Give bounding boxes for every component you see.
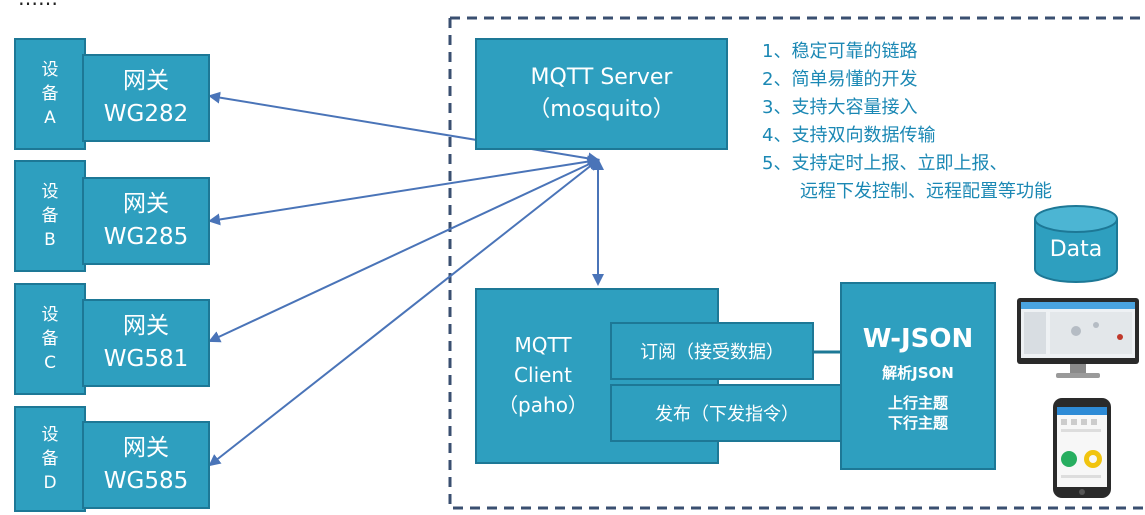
gateway-name: 网关 xyxy=(123,68,169,94)
wjson-line1: 解析JSON xyxy=(882,364,954,382)
device-b-char-3: B xyxy=(44,230,56,250)
gateway-wg581-box: 网关 WG581 xyxy=(82,299,210,387)
server-subtitle: （mosquito） xyxy=(528,97,675,122)
device-d-char-1: 设 xyxy=(41,425,59,445)
gateway-model: WG581 xyxy=(103,346,189,372)
feature-item: 5、支持定时上报、立即上报、 xyxy=(762,153,1008,174)
wjson-line2: 上行主题 xyxy=(887,394,948,412)
gateway-name: 网关 xyxy=(123,191,169,217)
arrow-d-server xyxy=(208,158,600,467)
feature-item: 远程下发控制、远程配置等功能 xyxy=(800,181,1052,202)
feature-item: 1、稳定可靠的链路 xyxy=(762,41,918,62)
database-label: Data xyxy=(1049,237,1103,262)
feature-item: 4、支持双向数据传输 xyxy=(762,125,936,146)
device-a-char-2: 备 xyxy=(41,84,59,104)
gateway-wg285-box: 网关 WG285 xyxy=(82,177,210,265)
gateway-name: 网关 xyxy=(123,313,169,339)
device-b-box: 设 备 B xyxy=(14,160,86,272)
gateway-model: WG585 xyxy=(103,468,189,494)
device-c-char-1: 设 xyxy=(41,305,59,325)
device-d-char-2: 备 xyxy=(41,449,59,469)
device-c-char-3: C xyxy=(44,353,56,373)
partial-top-text: …… xyxy=(18,0,58,10)
server-title: MQTT Server xyxy=(530,65,673,90)
w-json-box: W-JSON 解析JSON 上行主题 下行主题 xyxy=(840,282,996,470)
publish-label: 发布（下发指令） xyxy=(655,404,799,425)
device-a-char-1: 设 xyxy=(41,60,59,80)
gateway-model: WG282 xyxy=(103,101,189,127)
feature-list: 1、稳定可靠的链路 2、简单易懂的开发 3、支持大容量接入 4、支持双向数据传输… xyxy=(762,38,1052,206)
wjson-line3: 下行主题 xyxy=(887,414,948,432)
client-line1: MQTT xyxy=(514,333,572,357)
device-b-char-1: 设 xyxy=(41,182,59,202)
device-b-char-2: 备 xyxy=(41,206,59,226)
device-d-box: 设 备 D xyxy=(14,406,86,512)
device-c-box: 设 备 C xyxy=(14,283,86,395)
device-a-box: 设 备 A xyxy=(14,38,86,150)
arrow-b-server xyxy=(208,155,600,226)
mqtt-server-box: MQTT Server （mosquito） xyxy=(475,38,728,150)
subscribe-box: 订阅（接受数据） xyxy=(610,322,814,380)
publish-box: 发布（下发指令） xyxy=(610,384,844,442)
wjson-title: W-JSON xyxy=(862,324,974,354)
dashed-boundary xyxy=(448,16,1145,510)
device-d-char-3: D xyxy=(43,473,57,493)
phone-icon xyxy=(1052,397,1112,499)
client-label: MQTT Client （paho） xyxy=(487,330,599,420)
subscribe-label: 订阅（接受数据） xyxy=(640,342,784,363)
device-a-char-3: A xyxy=(44,108,56,128)
gateway-name: 网关 xyxy=(123,435,169,461)
feature-item: 2、简单易懂的开发 xyxy=(762,69,918,90)
client-line3: （paho） xyxy=(498,393,588,417)
feature-item: 3、支持大容量接入 xyxy=(762,97,918,118)
gateway-model: WG285 xyxy=(103,224,189,250)
client-line2: Client xyxy=(514,363,572,387)
device-c-char-2: 备 xyxy=(41,329,59,349)
gateway-wg585-box: 网关 WG585 xyxy=(82,421,210,509)
monitor-icon xyxy=(1016,297,1140,383)
database-icon: Data xyxy=(1033,203,1119,285)
gateway-wg282-box: 网关 WG282 xyxy=(82,54,210,142)
